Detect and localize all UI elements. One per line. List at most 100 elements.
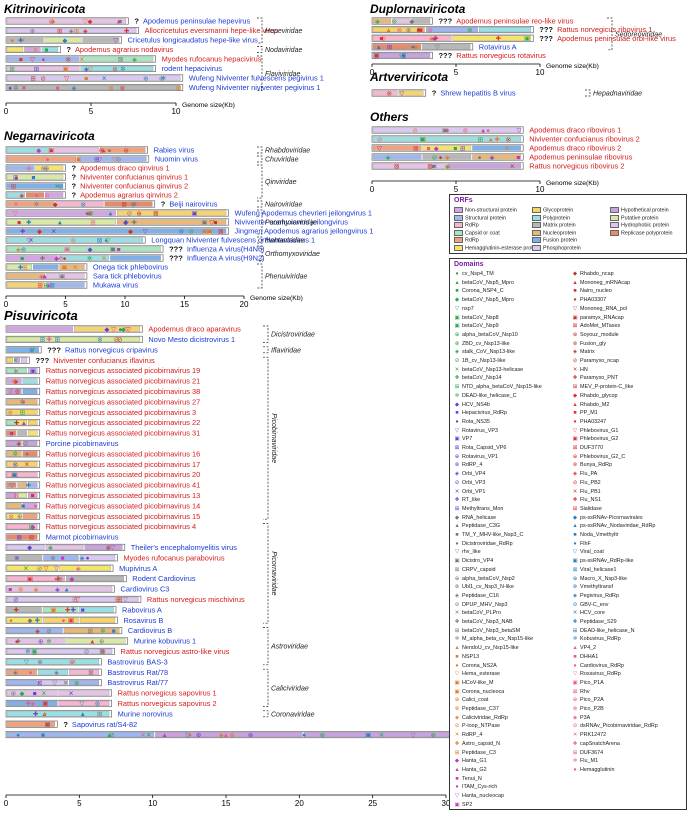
domain-marker: ◆ — [36, 147, 42, 154]
domain-symbol-icon: ■ — [455, 653, 459, 660]
domain-legend-item: ▣Corona_nucleoca — [454, 689, 504, 695]
domain-legend-item: ●Hemagglutinin — [572, 767, 614, 773]
domain-legend-item: ✚betaCoV_Nsp3_NAB — [454, 619, 513, 625]
orf-legend-item: Phosphoprotein — [532, 245, 581, 251]
domain-marker: ⊗ — [58, 576, 64, 583]
domain-marker: ⊗ — [37, 659, 43, 666]
genome-name: Rosavirus B — [123, 616, 163, 625]
domain-legend-item: ⊞MEV_P-protein-C_like — [572, 384, 634, 391]
domain-marker: ■ — [118, 18, 122, 25]
domain-marker: ⊘ — [188, 228, 194, 235]
domain-marker: ● — [302, 732, 306, 739]
domain-marker: ▲ — [223, 732, 229, 739]
orf-segment — [6, 347, 39, 353]
domain-marker: ⊗ — [445, 163, 451, 170]
domain-legend-item: ■DHHA1 — [572, 654, 598, 660]
domain-marker: ● — [46, 156, 50, 163]
domain-symbol-icon: ⊗ — [454, 340, 460, 347]
domain-marker: ▽ — [435, 44, 441, 51]
domain-marker: ⊘ — [44, 192, 50, 199]
domain-marker: ⊕ — [44, 165, 50, 172]
domain-symbol-icon: ⊞ — [572, 384, 578, 391]
orf-swatch — [610, 229, 619, 236]
orf-swatch — [454, 214, 463, 221]
family-bracket — [263, 627, 269, 666]
domain-marker: ⊘ — [112, 66, 118, 73]
domain-marker: ◈ — [51, 18, 57, 25]
orfs-legend-title: ORFs — [454, 197, 473, 204]
genome-name: Rotavirus A — [479, 42, 517, 51]
orf-segment — [372, 136, 521, 142]
domain-legend-item: ⊞DUF3674 — [572, 750, 603, 756]
domain-label: VP7 — [462, 436, 473, 443]
genome-name: Beiji nairovirus — [169, 200, 217, 209]
domain-symbol-icon: ◆ — [572, 514, 578, 521]
domain-marker: ⊕ — [99, 147, 105, 154]
domain-symbol-icon: ▽ — [454, 427, 460, 434]
domain-marker: ◈ — [30, 701, 36, 708]
x-axis-label: Genome size(Kb) — [250, 295, 303, 302]
orf-segment — [66, 638, 126, 644]
domain-marker: ⊞ — [90, 219, 96, 226]
domain-label: DEAD-like_helicase_C — [462, 392, 517, 399]
domain-marker: ⊕ — [114, 597, 120, 604]
orf-segment — [6, 638, 66, 644]
domain-label: Rotavirus_VP3 — [462, 427, 498, 434]
domain-legend-item: ▽rhv_like — [454, 549, 481, 555]
orf-segment — [6, 336, 141, 342]
domain-marker: ✲ — [58, 254, 64, 262]
domain-marker: ▽ — [83, 18, 89, 25]
domain-marker: ▣ — [68, 618, 74, 625]
domain-legend-item: ■Noda_Vmethyltr — [572, 532, 618, 538]
domain-marker: ⊞ — [22, 264, 28, 271]
domain-marker: ◈ — [385, 154, 391, 161]
domain-label: Rhv — [580, 688, 590, 695]
domain-marker: ● — [63, 255, 67, 262]
domain-marker: ◈ — [34, 586, 40, 593]
x-tick-label: 30 — [442, 799, 451, 808]
domain-legend-item: ✲DEAD-like_helicase_C — [454, 393, 517, 399]
domain-marker: ◆ — [87, 18, 93, 25]
domain-legend-item: ⊗RdRP_4 — [454, 462, 483, 468]
family-name: Paramyxoviridae — [265, 220, 317, 227]
genome-name: Apodemus draco qinvirus 1 — [80, 164, 170, 173]
domain-label: Dicistro_VP4 — [462, 558, 494, 565]
orf-segment — [35, 165, 64, 171]
domain-legend-item: ⊕Phlebovirus_G2_C — [572, 454, 626, 460]
domain-marker: ⊘ — [109, 732, 115, 739]
domain-symbol-icon: ⊞ — [572, 505, 578, 512]
domain-marker: ● — [486, 127, 490, 134]
orf-segment — [17, 420, 27, 426]
domain-legend-item: ◈stalk_CoV_Nsp13-like — [454, 349, 515, 355]
orf-segment — [6, 711, 110, 717]
domain-marker: ✕ — [51, 228, 56, 235]
domain-marker: ✕ — [21, 85, 26, 92]
domain-marker: ◈ — [84, 66, 90, 73]
orf-segment — [43, 555, 79, 561]
orf-legend-item: RdRp — [454, 237, 479, 244]
domain-marker: ● — [15, 638, 19, 645]
domain-marker: ▲ — [57, 219, 63, 226]
orf-segment — [6, 472, 38, 478]
domain-marker: ✕ — [33, 47, 38, 54]
orf-legend-item: Glycoprotein — [532, 207, 573, 213]
domain-legend-item: ◈Orbi_VP4 — [454, 471, 485, 477]
domain-label: PHA03247 — [580, 418, 607, 425]
orf-segment — [37, 680, 68, 686]
domain-label: Rhabdo_glycop — [580, 392, 618, 399]
domain-symbol-icon: ⊘ — [454, 601, 460, 608]
domain-legend-item: ⊠Viral_helicase1 — [572, 567, 617, 573]
domain-marker: ▽ — [54, 566, 60, 573]
domain-legend-item: ⊞Sialidase — [572, 506, 602, 512]
domain-legend-item: ⊘P-loop_NTPase — [454, 723, 500, 729]
domain-marker: ■ — [56, 85, 60, 92]
orf-legend-item: Hypothetical protein — [610, 207, 669, 213]
domain-label: betaCoV_Nsp9 — [462, 323, 499, 330]
domain-legend-item: ⊕alpha_betaCoV_Nsp2 — [454, 576, 515, 582]
domain-marker: ⊕ — [26, 165, 32, 172]
orf-label: Replicase polyprotein — [621, 230, 673, 237]
domain-symbol-icon: ▣ — [572, 558, 578, 565]
family-bracket — [263, 668, 269, 707]
domain-symbol-icon: ✚ — [454, 497, 460, 504]
domain-label: Peptidase_S29 — [580, 619, 617, 625]
